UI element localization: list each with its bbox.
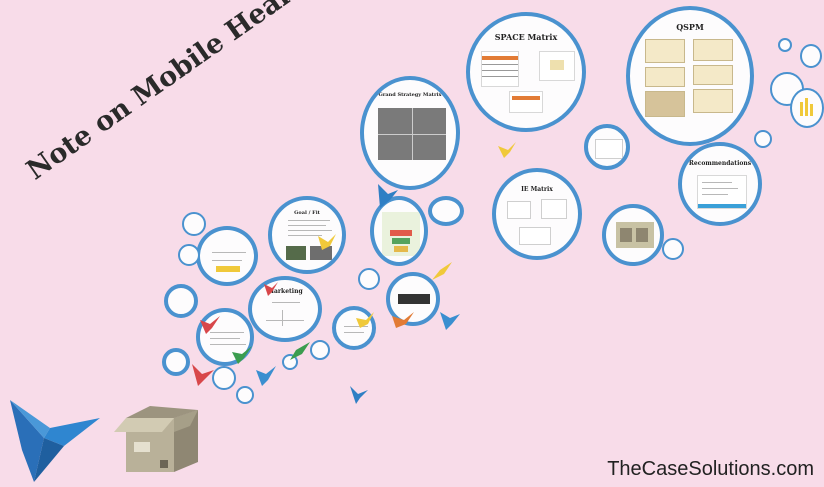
watermark-text: TheCaseSolutions.com (607, 458, 814, 480)
qspm-table-5 (646, 92, 684, 116)
mid-circle-f[interactable] (236, 386, 254, 404)
origami-bird-icon (264, 282, 278, 296)
grand-strategy-circle[interactable]: Grand Strategy Matrix (360, 76, 460, 190)
mid-circle-d[interactable] (310, 340, 330, 360)
qspm-table-3 (646, 68, 684, 86)
qspm-circle[interactable]: QSPM (626, 6, 754, 146)
origami-bird-icon (432, 262, 452, 280)
space-matrix-title: SPACE Matrix (494, 32, 558, 42)
space-slide-chart (540, 52, 574, 80)
grand-strategy-grid (378, 108, 446, 160)
goal-photo-2 (310, 246, 332, 260)
timeline-bar (398, 294, 430, 304)
goal-title: Goal / Fit (294, 210, 320, 216)
left-circle-c[interactable] (178, 244, 200, 266)
collage-image (382, 212, 420, 256)
origami-bird-icon (378, 184, 398, 208)
open-box-icon (114, 406, 198, 472)
origami-bird-icon (200, 316, 220, 334)
small-circle-c[interactable] (790, 88, 824, 128)
mid-circle-e[interactable] (212, 366, 236, 390)
ie-matrix-title: IE Matrix (521, 186, 553, 193)
origami-bird-icon (440, 312, 460, 330)
qspm-table-6 (694, 90, 732, 112)
small-circle-b[interactable] (770, 72, 804, 106)
mid-circle-c[interactable] (358, 268, 380, 290)
marketing-title: Marketing (267, 288, 303, 295)
origami-bird-icon (232, 346, 252, 364)
presentation-title: Note on Mobile HealthCare (21, 0, 380, 187)
space-slide-bottom (510, 92, 542, 112)
small-circle-e[interactable] (778, 38, 792, 52)
goal-circle[interactable]: Goal / Fit (268, 196, 346, 274)
collage-circle[interactable] (370, 196, 428, 266)
recommendations-circle[interactable]: Recommendations (678, 142, 762, 226)
small-circle-f[interactable] (754, 130, 772, 148)
origami-bird-icon (498, 142, 516, 158)
ie-slide-3 (520, 228, 550, 244)
left-circle-f[interactable] (162, 348, 190, 376)
left-circle-d[interactable] (164, 284, 198, 318)
ie-slide-2 (542, 200, 566, 218)
recommendations-slide (698, 176, 746, 208)
recommendations-title: Recommendations (688, 160, 752, 167)
space-slide-table (482, 52, 518, 86)
origami-bird-icon (10, 400, 100, 482)
qspm-table-4 (694, 66, 732, 84)
qspm-table-2 (694, 40, 732, 60)
origami-bird-icon (350, 386, 368, 404)
origami-bird-icon (290, 342, 310, 360)
grand-strategy-title: Grand Strategy Matrix (378, 92, 442, 98)
financials-circle[interactable] (602, 204, 664, 266)
left-circle-a[interactable] (196, 226, 258, 286)
origami-bird-icon (192, 364, 214, 386)
origami-bird-icon (356, 312, 374, 328)
space-matrix-circle[interactable]: SPACE Matrix (466, 12, 586, 132)
mid-circle-a[interactable] (332, 306, 376, 350)
small-circle-d[interactable] (800, 44, 822, 68)
origami-bird-icon (318, 234, 336, 250)
origami-bird-icon (256, 366, 276, 386)
origami-bird-icon (392, 312, 414, 328)
qspm-table-1 (646, 40, 684, 62)
mid-circle-b[interactable] (428, 196, 464, 226)
small-circle-a[interactable] (584, 124, 630, 170)
qspm-title: QSPM (676, 22, 704, 32)
small-circle-g[interactable] (662, 238, 684, 260)
goal-photo-1 (286, 246, 306, 260)
ie-matrix-circle[interactable]: IE Matrix (492, 168, 582, 260)
marketing-circle[interactable]: Marketing (248, 276, 322, 342)
financials-slide (616, 222, 654, 248)
left-circle-b[interactable] (182, 212, 206, 236)
ie-slide-1 (508, 202, 530, 218)
